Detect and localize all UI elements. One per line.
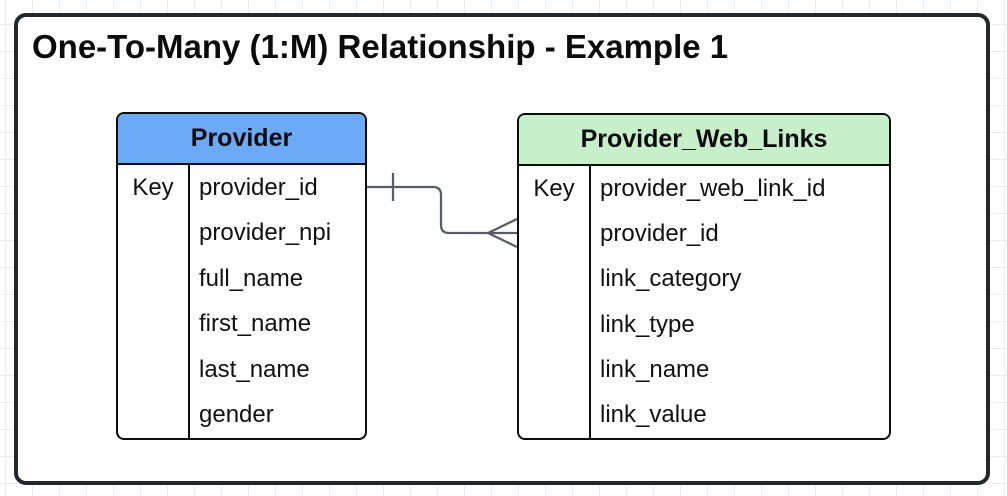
key-cell (519, 301, 591, 348)
key-cell (118, 347, 190, 393)
field-name: first_name (199, 310, 312, 338)
table-header-provider-web-links: Provider_Web_Links (519, 115, 889, 166)
field-name: provider_web_link_id (600, 174, 826, 202)
key-cell (118, 301, 190, 347)
field-name: full_name (199, 264, 304, 292)
field-name: link_type (600, 310, 695, 338)
key-cell: Key (118, 165, 190, 211)
field-name: link_name (600, 355, 710, 383)
key-cell (519, 211, 591, 257)
key-cell (519, 392, 591, 438)
connector-line (366, 185, 488, 235)
field-name: provider_id (199, 173, 318, 201)
table-body-provider-web-links: Key provider_web_link_id provider_id lin… (519, 166, 889, 438)
key-cell (519, 256, 591, 302)
field-name: provider_npi (199, 219, 332, 247)
key-cell (118, 392, 190, 438)
diagram-frame: One-To-Many (1:M) Relationship - Example… (14, 13, 990, 485)
field-name: gender (199, 401, 274, 429)
field-name: link_category (600, 265, 742, 293)
field-name: link_value (600, 401, 707, 429)
key-cell (118, 210, 190, 256)
crow-foot-marker (487, 217, 518, 249)
entity-table-provider-web-links: Provider_Web_Links Key provider_web_link… (517, 113, 891, 440)
table-body-provider: Key provider_id provider_npi full_name f… (118, 165, 365, 438)
key-cell (519, 347, 591, 393)
field-name: provider_id (600, 219, 719, 247)
table-header-provider: Provider (118, 114, 365, 165)
key-cell: Key (519, 166, 591, 212)
diagram-title: One-To-Many (1:M) Relationship - Example… (32, 28, 729, 65)
key-cell (118, 256, 190, 302)
diagram-canvas: One-To-Many (1:M) Relationship - Example… (18, 17, 986, 481)
entity-table-provider: Provider Key provider_id provider_npi fu… (116, 112, 367, 440)
field-name: last_name (199, 355, 310, 383)
